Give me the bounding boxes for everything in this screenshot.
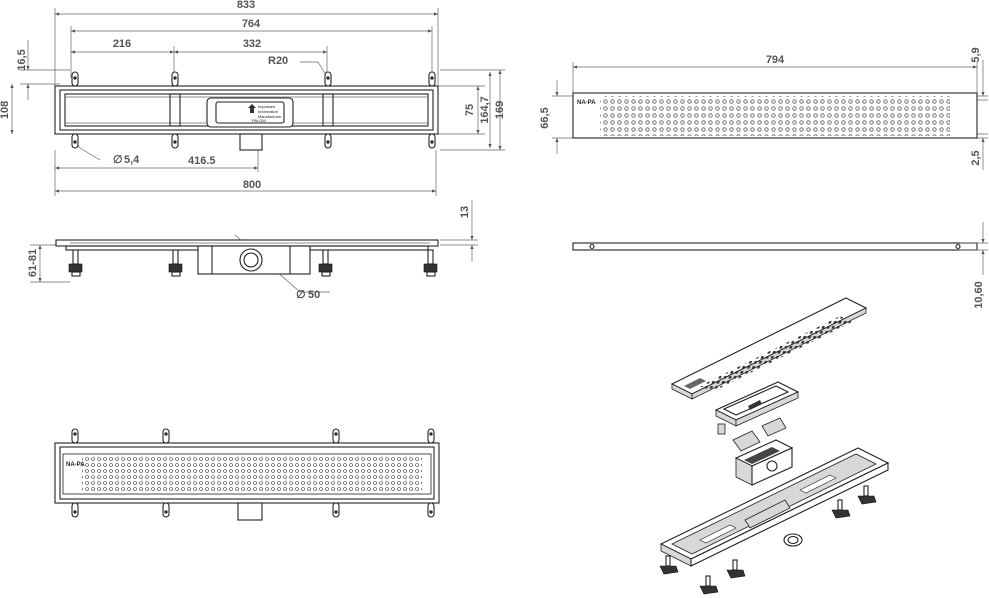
front-view: NA-PA: [54, 428, 440, 521]
front-logo: NA-PA: [66, 462, 85, 468]
dim-grate-bottom: 2,5: [970, 150, 982, 165]
iso-membrane-2: [761, 417, 787, 437]
top-view: Important Information Manufacturer PALOM…: [0, 0, 506, 196]
brand-label: PALOM: [252, 118, 266, 123]
dim-grate-length: 794: [766, 54, 785, 66]
dim-height-75: 75: [464, 104, 476, 116]
grate-perforation: [600, 96, 950, 136]
dim-overall: 833: [237, 0, 255, 11]
dim-mid-seg: 332: [243, 38, 261, 50]
iso-trap: [734, 439, 794, 486]
iso-channel: [659, 447, 890, 567]
dim-bottom-len: 800: [243, 179, 261, 191]
dim-outlet-pos: 416.5: [188, 155, 216, 167]
dim-leg-height: 61-81: [27, 249, 39, 277]
flow-arrow-icon: [248, 104, 256, 113]
front-perforation: [82, 456, 422, 492]
iso-outlet-pipe: [783, 533, 803, 547]
outlet-pipe: [239, 248, 263, 272]
top-view-dimension-lines: [10, 8, 505, 196]
mounting-tabs: [71, 71, 436, 149]
grate-side-outline: [572, 242, 978, 251]
grate-view: NA-PA 794 5,9 66,5 2,5: [539, 47, 988, 170]
adjustable-legs: [68, 249, 438, 277]
iso-membrane-1: [732, 430, 761, 452]
dim-height-left: 108: [0, 101, 11, 119]
dim-radius: R20: [268, 55, 288, 67]
dim-grate-thickness: 10,60: [973, 281, 985, 309]
front-tabs: [71, 428, 435, 518]
pipe-diameter-icon: ∅: [296, 289, 306, 301]
dim-side-top: 13: [459, 206, 471, 218]
label-line-1: Important: [258, 104, 276, 109]
side-view: 13 61-81 ∅ 50: [27, 200, 478, 301]
iso-legs: [659, 485, 877, 595]
dim-hole: 5,4: [124, 154, 140, 166]
outlet-stub: [239, 133, 263, 151]
exploded-view: [659, 297, 890, 595]
label-line-3: Manufacturer: [258, 114, 282, 119]
dim-grate-height: 66,5: [539, 107, 551, 128]
grate-logo: NA-PA: [577, 100, 596, 106]
iso-grate: [670, 297, 868, 400]
dim-left-seg: 216: [113, 38, 131, 50]
grate-side-view: 10,60: [572, 222, 988, 309]
dim-inner: 764: [242, 18, 261, 30]
dim-grate-depth: 5,9: [970, 47, 982, 62]
dim-top-offset: 16,5: [16, 49, 28, 70]
label-line-2: Information: [258, 109, 278, 114]
dim-pipe: 50: [308, 289, 320, 301]
dim-height-1647: 164,7: [479, 96, 491, 124]
iso-cover: [714, 381, 800, 435]
front-outlet: [237, 502, 263, 521]
hole-diameter-icon: ∅: [113, 154, 123, 166]
dim-height-169: 169: [494, 101, 506, 119]
